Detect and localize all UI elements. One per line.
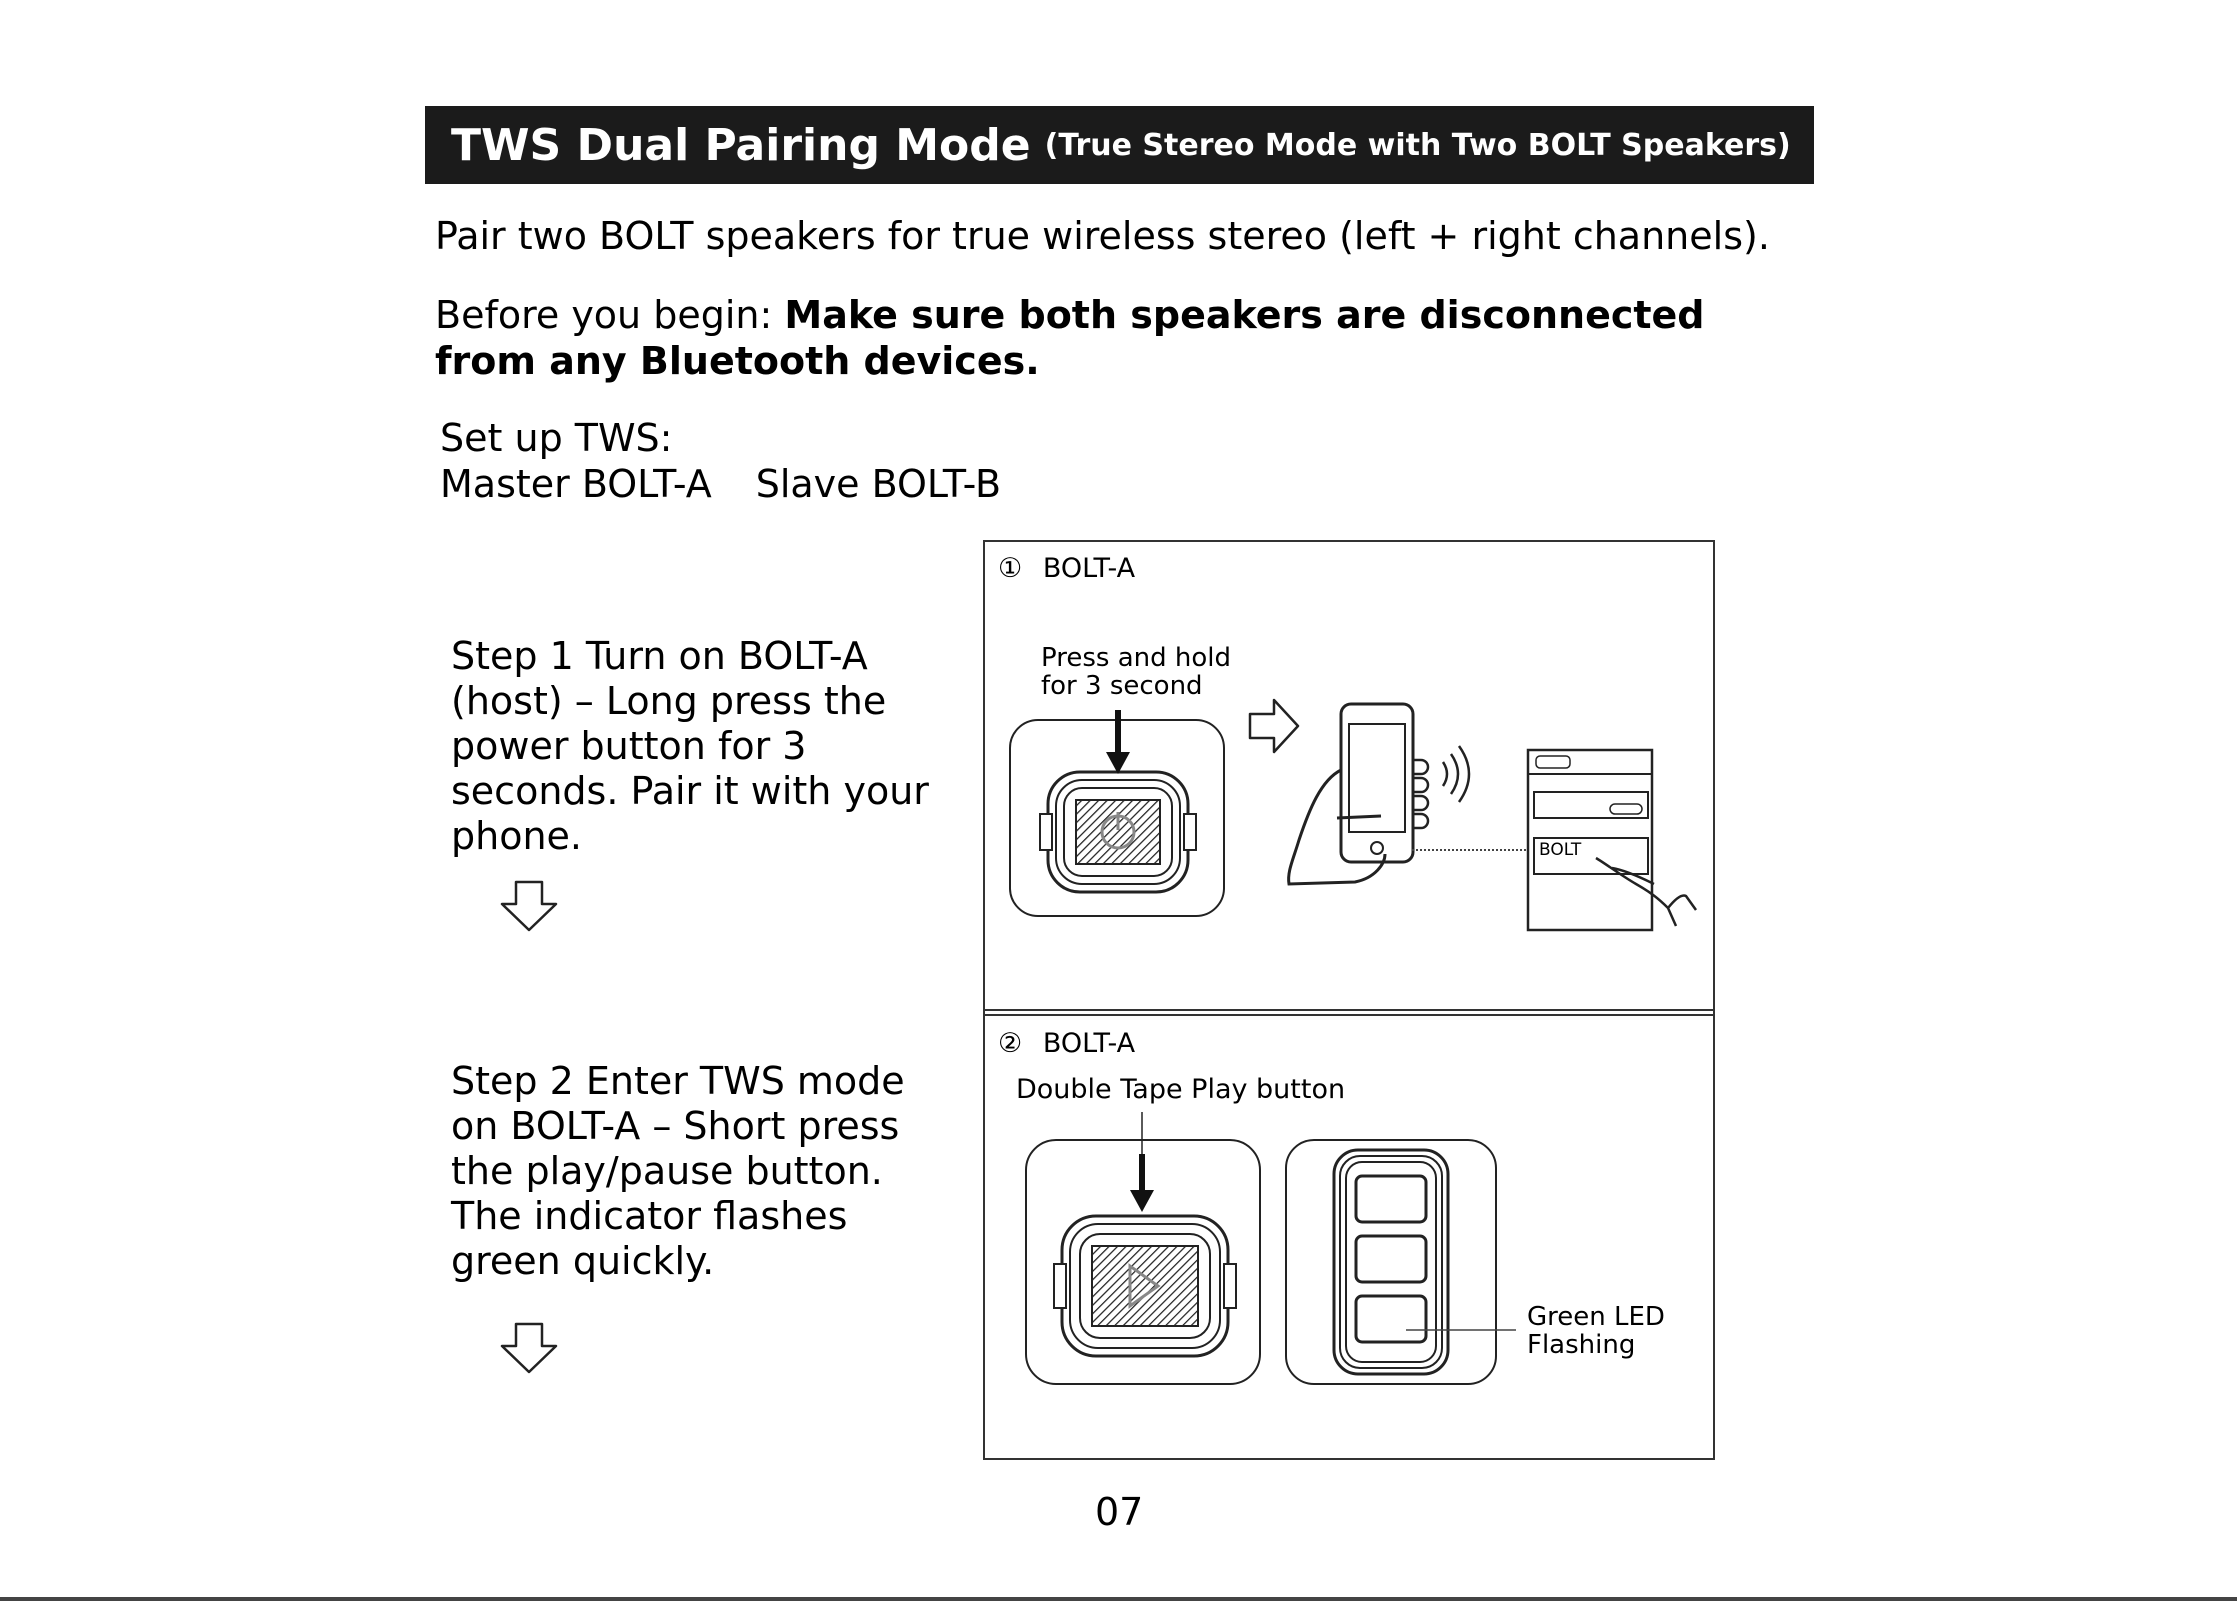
intro-text: Pair two BOLT speakers for true wireless… [435,214,1770,258]
panel-1-instruction: Press and hold for 3 second [1041,644,1231,700]
down-arrow-icon [500,880,558,932]
led-label: Green LED Flashing [1527,1303,1665,1359]
speaker-power-button-illustration [1009,710,1225,917]
panel-1-instruction-line2: for 3 second [1041,671,1203,701]
setup-master: Master BOLT-A [440,462,712,506]
panel-1-heading: ① BOLT-A [998,553,1135,584]
connection-dotted-line [1412,849,1530,851]
before-lead: Before you begin: [435,293,785,337]
page-title: TWS Dual Pairing Mode [451,119,1031,171]
led-label-line1: Green LED [1527,1302,1665,1332]
phone-list-item-label: BOLT [1539,840,1582,860]
bluetooth-list-screen-illustration [1526,748,1698,932]
step-1-text: Step 1 Turn on BOLT-A (host) – Long pres… [451,634,929,858]
setup-slave: Slave BOLT-B [755,462,1002,506]
panel-2-number: ② [998,1028,1023,1059]
speaker-led-indicator-illustration [1285,1139,1516,1385]
led-label-line2: Flashing [1527,1330,1636,1360]
page-number: 07 [1095,1490,1144,1534]
bottom-rule [0,1597,2237,1601]
panel-1-number: ① [998,553,1023,584]
speaker-play-button-illustration [1025,1112,1261,1385]
section-title-bar: TWS Dual Pairing Mode (True Stereo Mode … [425,106,1814,184]
panel-1-instruction-line1: Press and hold [1041,643,1231,673]
step-2-text: Step 2 Enter TWS mode on BOLT-A – Short … [451,1059,905,1283]
setup-block: Set up TWS: Master BOLT-A Slave BOLT-B [440,415,1001,507]
panel-2-instruction: Double Tape Play button [1016,1074,1346,1105]
setup-heading: Set up TWS: [440,416,673,460]
panel-2-heading: ② BOLT-A [998,1028,1135,1059]
illustration-panel [983,540,1715,1460]
panel-divider [983,1009,1715,1016]
phone-in-hand-illustration [1287,702,1471,886]
page-subtitle: (True Stereo Mode with Two BOLT Speakers… [1044,127,1791,163]
before-you-begin: Before you begin: Make sure both speaker… [435,292,1795,384]
right-arrow-icon [1248,698,1300,754]
before-emphasis: Make sure both speakers are disconnected… [435,293,1705,383]
panel-2-device: BOLT-A [1042,1028,1136,1059]
setup-roles: Master BOLT-A Slave BOLT-B [440,461,1001,507]
panel-1-device: BOLT-A [1042,553,1136,584]
down-arrow-icon [500,1322,558,1374]
